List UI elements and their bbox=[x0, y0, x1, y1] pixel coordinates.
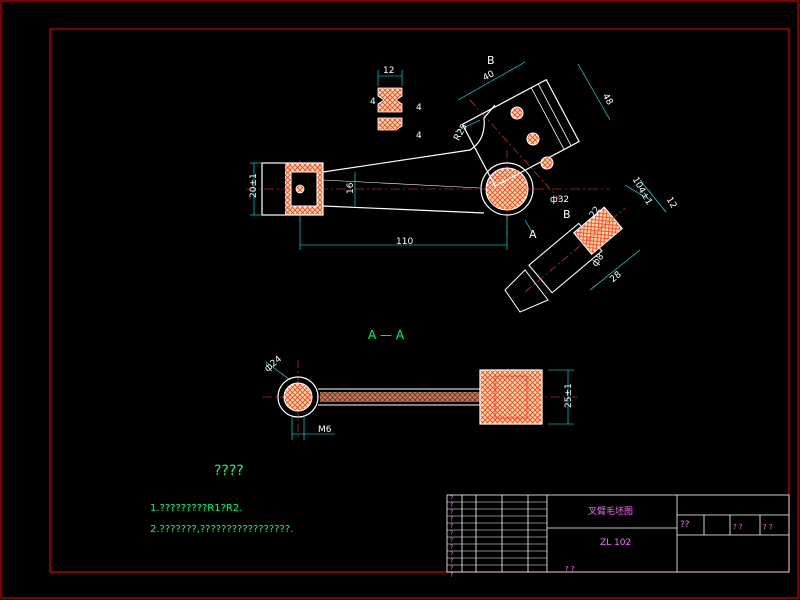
label-b-top: B bbox=[487, 54, 495, 67]
left-mark: ? bbox=[450, 572, 453, 579]
dim-25: 25±1 bbox=[564, 383, 574, 408]
scale-label: ?? bbox=[680, 520, 690, 530]
part-code: ZL 102 bbox=[600, 538, 631, 548]
left-mark: ? bbox=[450, 558, 453, 565]
note-line-1: 1.?????????R1?R2. bbox=[150, 503, 242, 514]
section-label: A — A bbox=[368, 328, 405, 342]
drawing-frame bbox=[49, 28, 790, 573]
section-web-hatch bbox=[320, 392, 480, 402]
left-mark: ? bbox=[450, 502, 453, 509]
dim-104: 104±1 bbox=[630, 176, 654, 207]
dimension-lines bbox=[250, 61, 667, 291]
left-mark: ? bbox=[450, 523, 453, 530]
dim-48: 48 bbox=[600, 92, 615, 107]
note-line-2: 2.???????,?????????????????. bbox=[150, 524, 293, 535]
fork-hole-3 bbox=[540, 156, 554, 170]
title-block-left-marks: ???????????? bbox=[450, 495, 453, 579]
section-boss-hatch bbox=[479, 369, 543, 425]
right-mark-1: ? ? bbox=[733, 523, 743, 531]
left-mark: ? bbox=[450, 530, 453, 537]
dim-4-lower: 4 bbox=[416, 131, 422, 141]
dim-40: 40 bbox=[481, 69, 496, 83]
left-mark: ? bbox=[450, 495, 453, 502]
left-mark: ? bbox=[450, 516, 453, 523]
dim-phi8: ф8 bbox=[590, 252, 606, 269]
dim-m6: M6 bbox=[318, 425, 332, 435]
dim-phi24: ф24 bbox=[263, 354, 284, 374]
title-block bbox=[446, 494, 790, 573]
section-b-detail bbox=[525, 206, 625, 294]
small-pin-hole bbox=[295, 184, 305, 194]
dim-phi32: ф32 bbox=[550, 195, 569, 205]
left-mark: ? bbox=[450, 551, 453, 558]
notes-title: ???? bbox=[214, 463, 244, 479]
part-name: 叉臂毛坯图 bbox=[588, 505, 633, 517]
arm-lower-edge bbox=[322, 205, 485, 214]
fork-hole-2 bbox=[526, 132, 540, 146]
dim-12-right: 12 bbox=[664, 196, 678, 211]
dim-4-right: 4 bbox=[416, 103, 422, 113]
section-eye-hatch bbox=[283, 382, 313, 412]
dim-110: 110 bbox=[396, 237, 413, 247]
title-block-right-marks: ? ? ? ? ? ? bbox=[565, 523, 773, 573]
dim-20: 20±1 bbox=[249, 173, 259, 198]
right-mark-2: ? ? bbox=[763, 523, 773, 531]
main-view bbox=[246, 61, 667, 313]
section-eye-outline bbox=[277, 376, 319, 418]
left-mark: ? bbox=[450, 565, 453, 572]
dim-28: 28 bbox=[608, 270, 623, 285]
fork-block bbox=[461, 78, 580, 187]
arm-upper-edge bbox=[322, 104, 496, 173]
section-view: ф24 M6 25±1 bbox=[262, 354, 580, 440]
dim-16: 16 bbox=[346, 182, 356, 194]
label-a: A bbox=[529, 228, 537, 241]
dim-12-top: 12 bbox=[383, 66, 394, 76]
title-block-rows bbox=[447, 501, 547, 566]
left-mark: ? bbox=[450, 544, 453, 551]
groove-detail bbox=[377, 70, 403, 131]
left-mark: ? bbox=[450, 509, 453, 516]
hub-hatched-section bbox=[485, 167, 529, 211]
dim-4-left: 4 bbox=[370, 97, 376, 107]
label-b-mid: B bbox=[563, 208, 571, 221]
fork-hole-1 bbox=[510, 106, 524, 120]
left-boss-outline bbox=[261, 162, 324, 216]
right-mark-3: ? ? bbox=[565, 565, 575, 573]
left-mark: ? bbox=[450, 537, 453, 544]
